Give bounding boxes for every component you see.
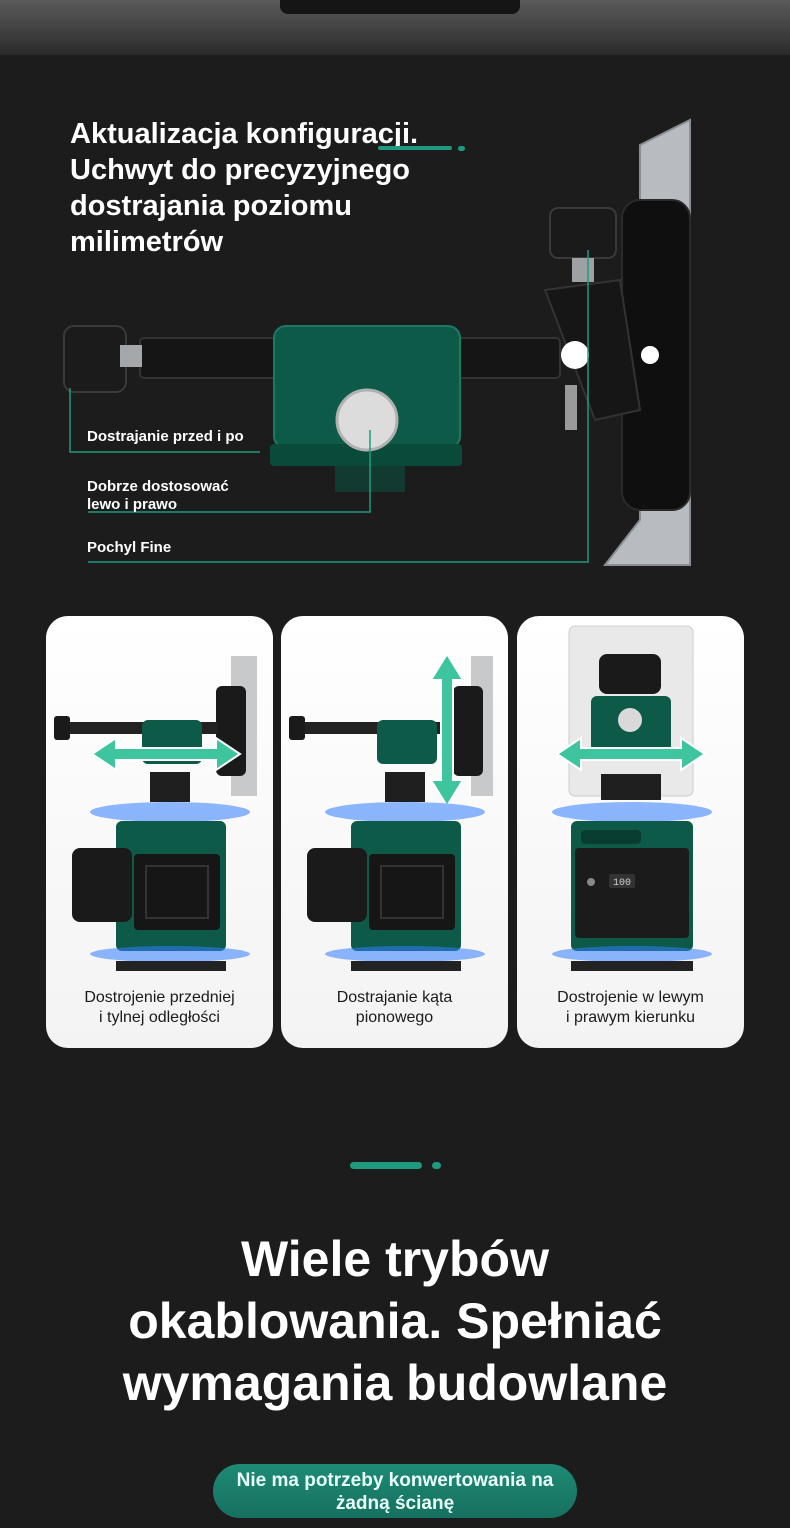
caption-line-2: pionowego	[355, 1009, 434, 1026]
status-leds	[581, 830, 641, 844]
battery-button	[587, 878, 595, 886]
left-right-arrow	[555, 736, 707, 772]
side-knob-screw	[120, 345, 142, 367]
green-holder-ridge	[270, 444, 462, 466]
divider-bar	[350, 1162, 422, 1169]
caption-line-2: i tylnej odległości	[99, 1009, 220, 1026]
callout-left-right-line-1: Dobrze dostosować	[87, 478, 229, 495]
card-vertical-angle-caption: Dostrajanie kąta pionowego	[281, 988, 508, 1028]
neck	[385, 772, 425, 802]
clamp-arm	[543, 278, 642, 422]
clamp-pivot	[561, 341, 589, 369]
card-left-right-illustration: 100	[552, 625, 712, 971]
battery-display	[609, 874, 635, 888]
callout-tilt: Pochyl Fine	[87, 539, 172, 556]
callout-line-tilt	[88, 250, 589, 563]
feature-headline: Aktualizacja konfiguracji. Uchwyt do pre…	[70, 116, 500, 260]
laser-glow	[552, 802, 712, 822]
laser-window-frame	[380, 865, 444, 919]
section-title: Wiele trybów okablowania. Spełniać wymag…	[60, 1228, 730, 1414]
card-front-back-caption: Dostrojenie przedniej i tylnej odległośc…	[46, 988, 273, 1028]
battery-pack	[307, 848, 367, 922]
bracket-body	[453, 686, 483, 776]
section-title-line-1: Wiele trybów	[241, 1231, 549, 1287]
laser-glow-bottom	[325, 946, 485, 962]
wall-mount-bracket-illustration	[63, 118, 691, 566]
battery-face	[575, 848, 689, 938]
neck	[150, 772, 190, 802]
card-vertical-angle: Dostrajanie kąta pionowego	[281, 616, 508, 1048]
green-holder	[377, 720, 437, 764]
headline-line-2: Uchwyt do precyzyjnego	[70, 154, 411, 186]
callout-line-left-right	[88, 430, 371, 513]
card-left-right: 100 Dostrojenie w lewym i prawym kierunk…	[517, 616, 744, 1048]
headline-line-4: milimetrów	[70, 226, 224, 258]
callout-left-right-line-2: lewo i prawo	[87, 496, 178, 513]
device-base-shadow	[280, 0, 520, 14]
left-right-arrow	[90, 736, 242, 772]
laser-window-frame	[145, 865, 209, 919]
laser-window	[369, 854, 455, 930]
section-title-line-3: wymagania budowlane	[122, 1355, 668, 1411]
callout-front-back: Dostrajanie przed i po	[87, 428, 244, 445]
card-vertical-angle-illustration	[289, 652, 493, 971]
device-base	[116, 961, 226, 971]
top-adjust-knob	[549, 207, 617, 259]
card-front-back: Dostrojenie przedniej i tylnej odległośc…	[46, 616, 273, 1048]
callout-line-front-back	[69, 388, 260, 453]
device-base	[351, 961, 461, 971]
top-photo-strip	[0, 0, 790, 55]
card-left-right-caption: Dostrojenie w lewym i prawym kierunku	[517, 988, 744, 1028]
caption-line-2: i prawym kierunku	[566, 1009, 695, 1026]
lock-ball	[618, 708, 642, 732]
device-base	[571, 961, 693, 971]
card-front-back-illustration	[54, 656, 257, 971]
side-adjust-knob	[63, 325, 127, 393]
laser-glow	[90, 802, 250, 822]
top-knob-screw	[572, 258, 594, 282]
laser-glow-bottom	[552, 946, 712, 962]
pill-line-1: Nie ma potrzeby konwertowania na	[236, 1470, 554, 1491]
section-title-line-2: okablowania. Spełniać	[128, 1293, 662, 1349]
battery-pack	[72, 848, 132, 922]
neck	[601, 774, 661, 800]
caption-line-1: Dostrojenie przedniej	[84, 989, 235, 1006]
headline-line-3: dostrajania poziomu	[70, 190, 352, 222]
accent-dot	[458, 146, 465, 151]
caption-line-1: Dostrajanie kąta	[336, 989, 453, 1006]
headline-line-1: Aktualizacja konfiguracji.	[70, 118, 419, 150]
battery-display-value: 100	[613, 878, 631, 889]
callout-left-right: Dobrze dostosować lewo i prawo	[87, 478, 229, 514]
laser-window	[134, 854, 220, 930]
caption-line-1: Dostrojenie w lewym	[557, 989, 704, 1006]
laser-glow-bottom	[90, 946, 250, 962]
rail-knob	[54, 716, 70, 740]
accent-bar	[378, 146, 452, 150]
laser-glow	[325, 802, 485, 822]
divider-dot	[432, 1162, 441, 1169]
pill-line-2: żadną ścianę	[335, 1493, 455, 1514]
top-knob	[599, 654, 661, 694]
wall-plate-screw-hole	[641, 346, 659, 364]
feature-pill-badge: Nie ma potrzeby konwertowania na żadną ś…	[213, 1464, 577, 1518]
rail-knob	[289, 716, 305, 740]
lock-ball-knob	[335, 388, 399, 452]
tilt-screw	[565, 385, 577, 430]
